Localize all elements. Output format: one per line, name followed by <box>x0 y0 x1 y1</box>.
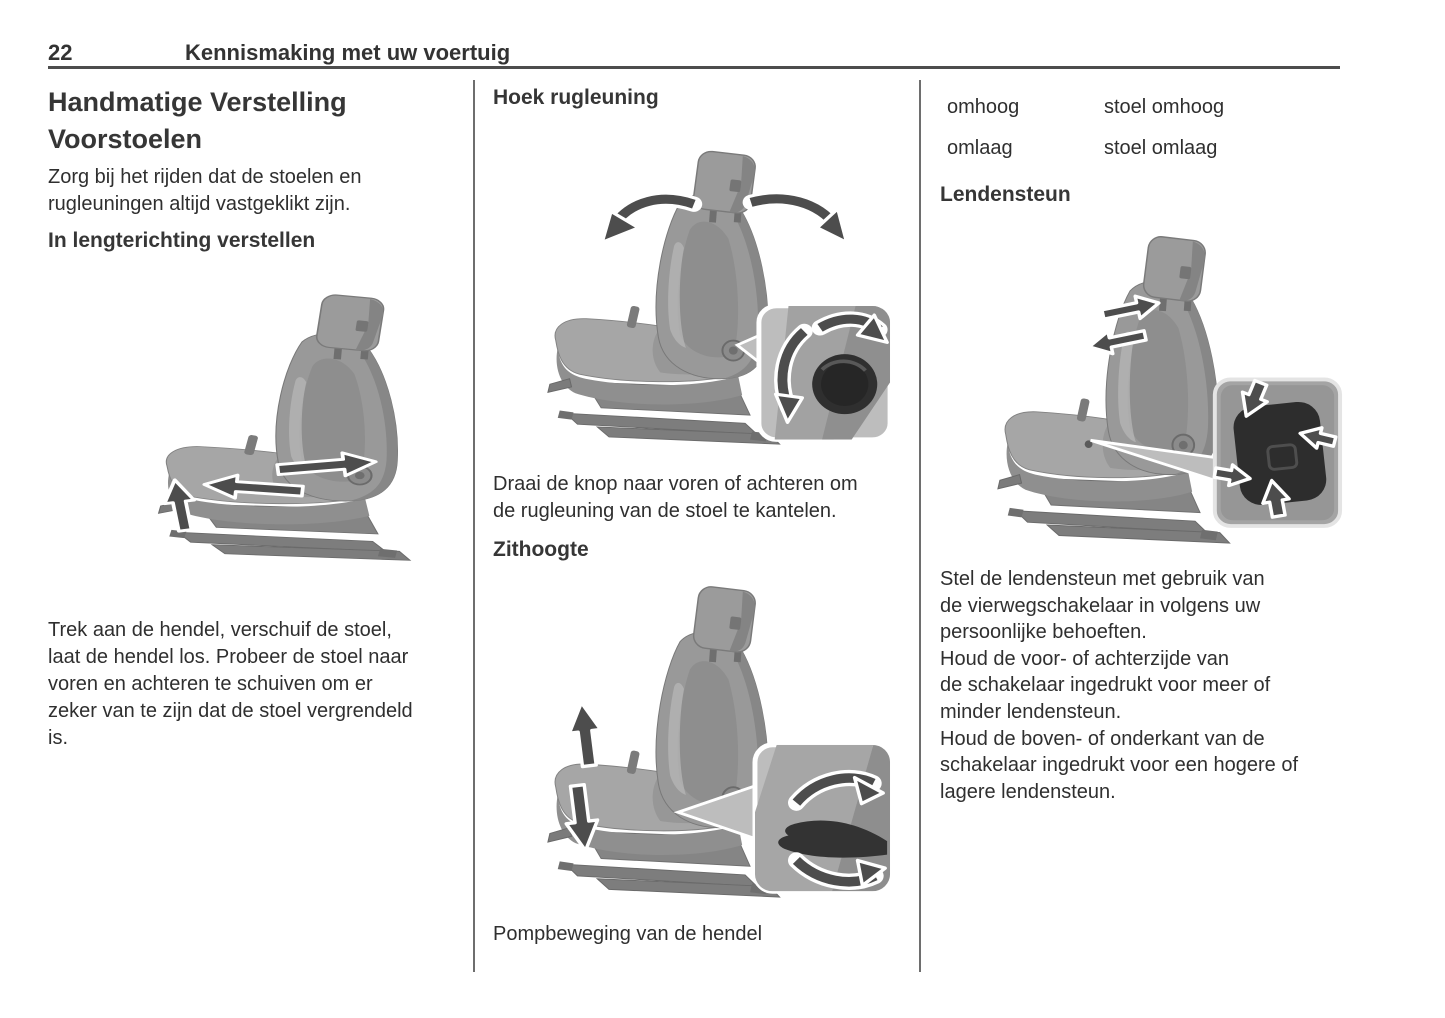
text-line: de schakelaar ingedrukt voor meer of <box>940 674 1271 697</box>
table-cell-result: stoel omhoog <box>1104 96 1225 118</box>
table-row: omhoog stoel omhoog <box>947 94 1224 121</box>
text-line: Draai de knop naar voren of achteren om <box>493 473 858 495</box>
seat-height-pump-illustration <box>546 584 893 899</box>
seat-lumbar-4way-illustration <box>996 234 1343 545</box>
section-title-line2: Voorstoelen <box>48 124 203 154</box>
lumbar-switch-dot <box>1084 440 1093 448</box>
text-line: lagere lendensteun. <box>940 780 1116 803</box>
intro-paragraph: Zorg bij het rijden dat de stoelen en ru… <box>48 164 362 218</box>
text-line: Zorg bij het rijden dat de stoelen en <box>48 166 362 188</box>
pad-right-arrow-icon <box>1298 426 1338 450</box>
section-title: Handmatige Verstelling Voorstoelen <box>48 84 347 158</box>
subheading-lumbar: Lendensteun <box>940 183 1071 206</box>
text-line: minder lendensteun. <box>940 700 1122 723</box>
height-caption: Pompbeweging van de hendel <box>493 923 763 945</box>
text-line: rugleuningen altijd vastgeklikt zijn. <box>48 193 351 215</box>
subheading-seat-height: Zithoogte <box>493 538 589 561</box>
four-way-pad-icon <box>1233 401 1327 505</box>
pad-left-arrow-icon <box>1212 463 1252 488</box>
text-line: de vierwegschakelaar in volgens uw <box>940 594 1261 617</box>
slide-backward-arrow-icon <box>275 451 378 478</box>
pump-lever-icon <box>778 820 888 858</box>
text-line: laat de hendel los. Probeer de stoel naa… <box>48 646 409 668</box>
lever-up-arrow-icon <box>162 478 196 533</box>
column-divider-right <box>919 80 921 972</box>
text-line: schakelaar ingedrukt voor een hogere of <box>940 754 1299 777</box>
text-line: Stel de lendensteun met gebruik van <box>940 568 1265 590</box>
lumbar-more-arrow-icon <box>1100 294 1161 321</box>
table-cell-result: stoel omlaag <box>1104 137 1218 159</box>
chapter-title: Kennismaking met uw voertuig <box>185 40 511 65</box>
height-down-arrow-icon <box>564 783 600 853</box>
text-line: Houd de voor- of achterzijde van <box>940 647 1230 670</box>
text-line: Houd de boven- of onderkant van de <box>940 727 1265 750</box>
pump-up-arrow-icon <box>792 773 876 806</box>
longitudinal-paragraph: Trek aan de hendel, verschuif de stoel, … <box>48 617 413 752</box>
seat-longitudinal-slide-illustration <box>157 292 412 562</box>
table-row: omlaag stoel omlaag <box>947 135 1217 162</box>
section-title-line1: Handmatige Verstelling <box>48 87 347 117</box>
table-cell-control: omlaag <box>947 137 1013 159</box>
header-rule <box>48 66 1340 69</box>
text-line: persoonlijke behoeften. <box>940 621 1147 644</box>
slide-forward-arrow-icon <box>202 473 305 500</box>
page-number: 22 <box>48 40 73 65</box>
table-cell-control: omhoog <box>947 96 1020 118</box>
column-divider-left <box>473 80 475 972</box>
pad-bottom-arrow-icon <box>1261 478 1291 519</box>
lumbar-paragraph: Stel de lendensteun met gebruik van de v… <box>940 566 1298 805</box>
text-line: zeker van te zijn dat de stoel vergrende… <box>48 700 413 722</box>
lumbar-less-arrow-icon <box>1087 329 1148 356</box>
backrest-paragraph: Draai de knop naar voren of achteren om … <box>493 471 858 525</box>
seat-backrest-angle-illustration <box>546 149 893 446</box>
height-up-arrow-icon <box>567 700 603 769</box>
text-line: de rugleuning van de stoel te kantelen. <box>493 500 837 522</box>
text-line: is. <box>48 727 68 749</box>
subheading-longitudinal: In lengterichting verstellen <box>48 229 316 252</box>
text-line: Trek aan de hendel, verschuif de stoel, <box>48 619 392 641</box>
pad-top-arrow-icon <box>1240 378 1269 418</box>
text-line: voren en achteren te schuiven om er <box>48 673 373 695</box>
subheading-backrest-angle: Hoek rugleuning <box>493 86 659 109</box>
